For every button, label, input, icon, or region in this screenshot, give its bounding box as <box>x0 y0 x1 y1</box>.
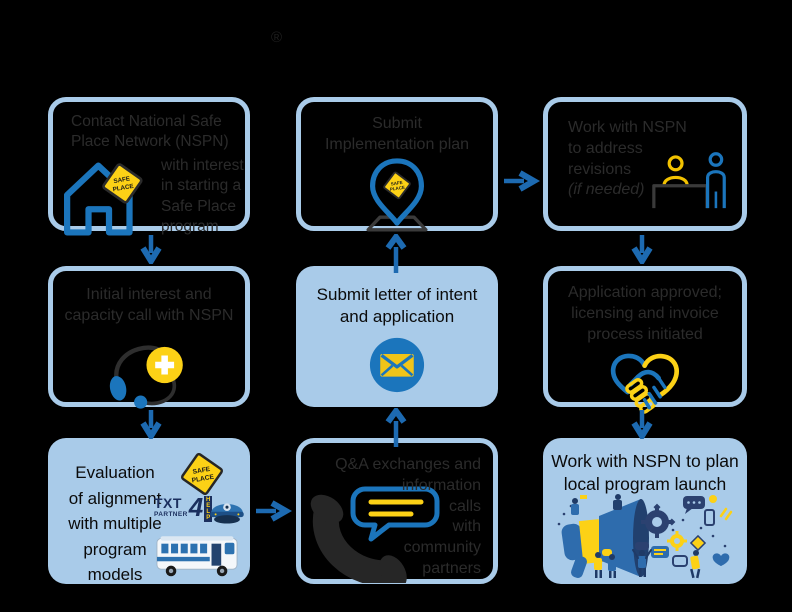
arrow-up-letter-to-implementation <box>385 234 407 273</box>
heart-icon <box>712 553 730 566</box>
txt4help-txt: TXT <box>154 495 182 511</box>
txt4help-logo: TXT PARTNER 4 HELP <box>154 492 213 528</box>
svg-text:PLACE: PLACE <box>112 183 134 194</box>
megaphone-launch-illustration <box>557 494 733 579</box>
txt4help-partner: PARTNER <box>154 511 188 518</box>
svg-text:SAFE: SAFE <box>192 466 211 476</box>
bus-icon <box>156 536 238 577</box>
svg-text:SAFE: SAFE <box>390 179 402 186</box>
revisions-note: (if needed) <box>568 181 645 199</box>
arrow-down-contact-to-capacity <box>140 235 162 264</box>
person-figure <box>615 494 621 500</box>
speech-bubble-icon <box>350 486 440 542</box>
phone-handset-icon <box>310 486 440 589</box>
svg-text:SAFE: SAFE <box>113 176 131 186</box>
arrow-down-approved-to-launch <box>631 410 653 439</box>
person-figure <box>572 498 578 504</box>
approved-text: Application approved;licensing and invoi… <box>568 284 722 343</box>
arrow-right-implementation-to-revisions <box>504 170 540 192</box>
gear-icon <box>667 531 687 551</box>
house-icon: SAFE PLACE <box>63 162 143 236</box>
speech-bubble-icon <box>651 546 669 558</box>
person-figure <box>693 550 699 556</box>
mini-safe-place-sign <box>689 534 707 552</box>
arrow-down-revisions-to-approved <box>631 235 653 264</box>
person-figure <box>595 552 601 558</box>
phone-icon <box>704 509 715 526</box>
handshake-icon <box>610 354 679 415</box>
gear-icon <box>641 503 676 538</box>
desk-people-icon <box>652 152 726 209</box>
person-figure <box>609 554 615 560</box>
person-figure <box>639 550 645 556</box>
arrow-right-evaluation-to-qa <box>256 500 292 522</box>
safe-place-sign-icon: SAFE PLACE <box>102 163 143 204</box>
txt4help-help: HELP <box>204 496 213 522</box>
registered-trademark: ® <box>271 29 283 46</box>
safe-place-sign-icon: SAFE PLACE <box>180 452 224 496</box>
location-pin-icon: SAFE PLACE <box>366 157 428 232</box>
envelope-circle-icon <box>369 338 425 393</box>
box-application-approved: Application approved;licensing and invoi… <box>543 266 747 415</box>
police-hat-icon <box>210 503 244 524</box>
svg-text:PLACE: PLACE <box>191 474 215 485</box>
safe-place-sign-icon: SAFE PLACE <box>383 171 411 199</box>
txt4help-four: 4 <box>188 492 204 522</box>
svg-text:PLACE: PLACE <box>390 184 406 191</box>
headset-icon <box>109 345 183 409</box>
arrow-up-qa-to-letter <box>385 408 407 447</box>
arrow-down-capacity-to-evaluation <box>140 410 162 439</box>
